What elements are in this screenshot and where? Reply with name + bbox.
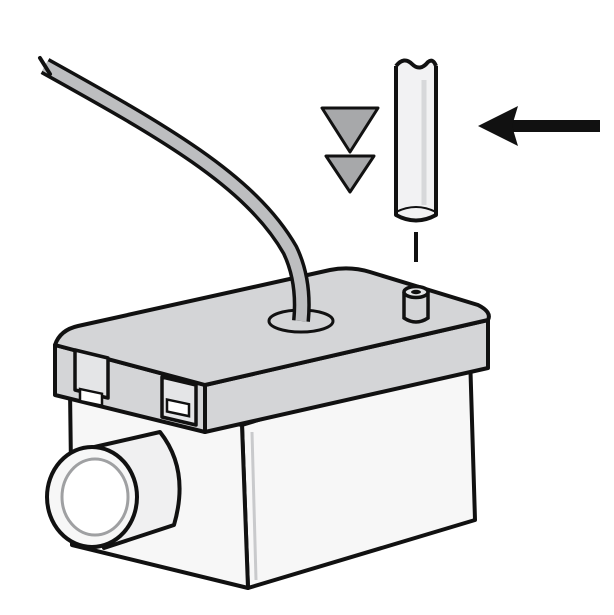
tube-bottom-rim <box>395 206 437 213</box>
port-hole <box>411 289 421 295</box>
cable-fill <box>42 61 308 322</box>
down-arrow-head-bottom <box>324 154 376 194</box>
down-arrow-head-top <box>320 106 380 154</box>
clip-icon <box>160 375 198 427</box>
nozzle-rim-inner <box>60 457 130 537</box>
tube-icon <box>394 58 438 262</box>
cable-end <box>38 56 52 76</box>
left-arrow-shaft <box>512 120 600 132</box>
inlet-nozzle-icon <box>45 430 182 550</box>
tube-body <box>394 66 438 223</box>
clip-left-slot <box>78 387 104 408</box>
clip-right-slot <box>165 397 191 418</box>
cable-icon <box>38 56 311 322</box>
clip-left <box>73 348 110 400</box>
left-arrow-icon <box>478 106 600 146</box>
port-body <box>402 292 430 324</box>
tube-top <box>394 58 438 70</box>
down-arrow-icon <box>320 106 380 194</box>
cable-outline <box>40 58 311 322</box>
outlet-port-icon <box>402 284 430 324</box>
clip-icon <box>73 348 110 408</box>
left-arrow-head <box>478 106 518 146</box>
housing-body-edge-shade <box>250 431 258 581</box>
